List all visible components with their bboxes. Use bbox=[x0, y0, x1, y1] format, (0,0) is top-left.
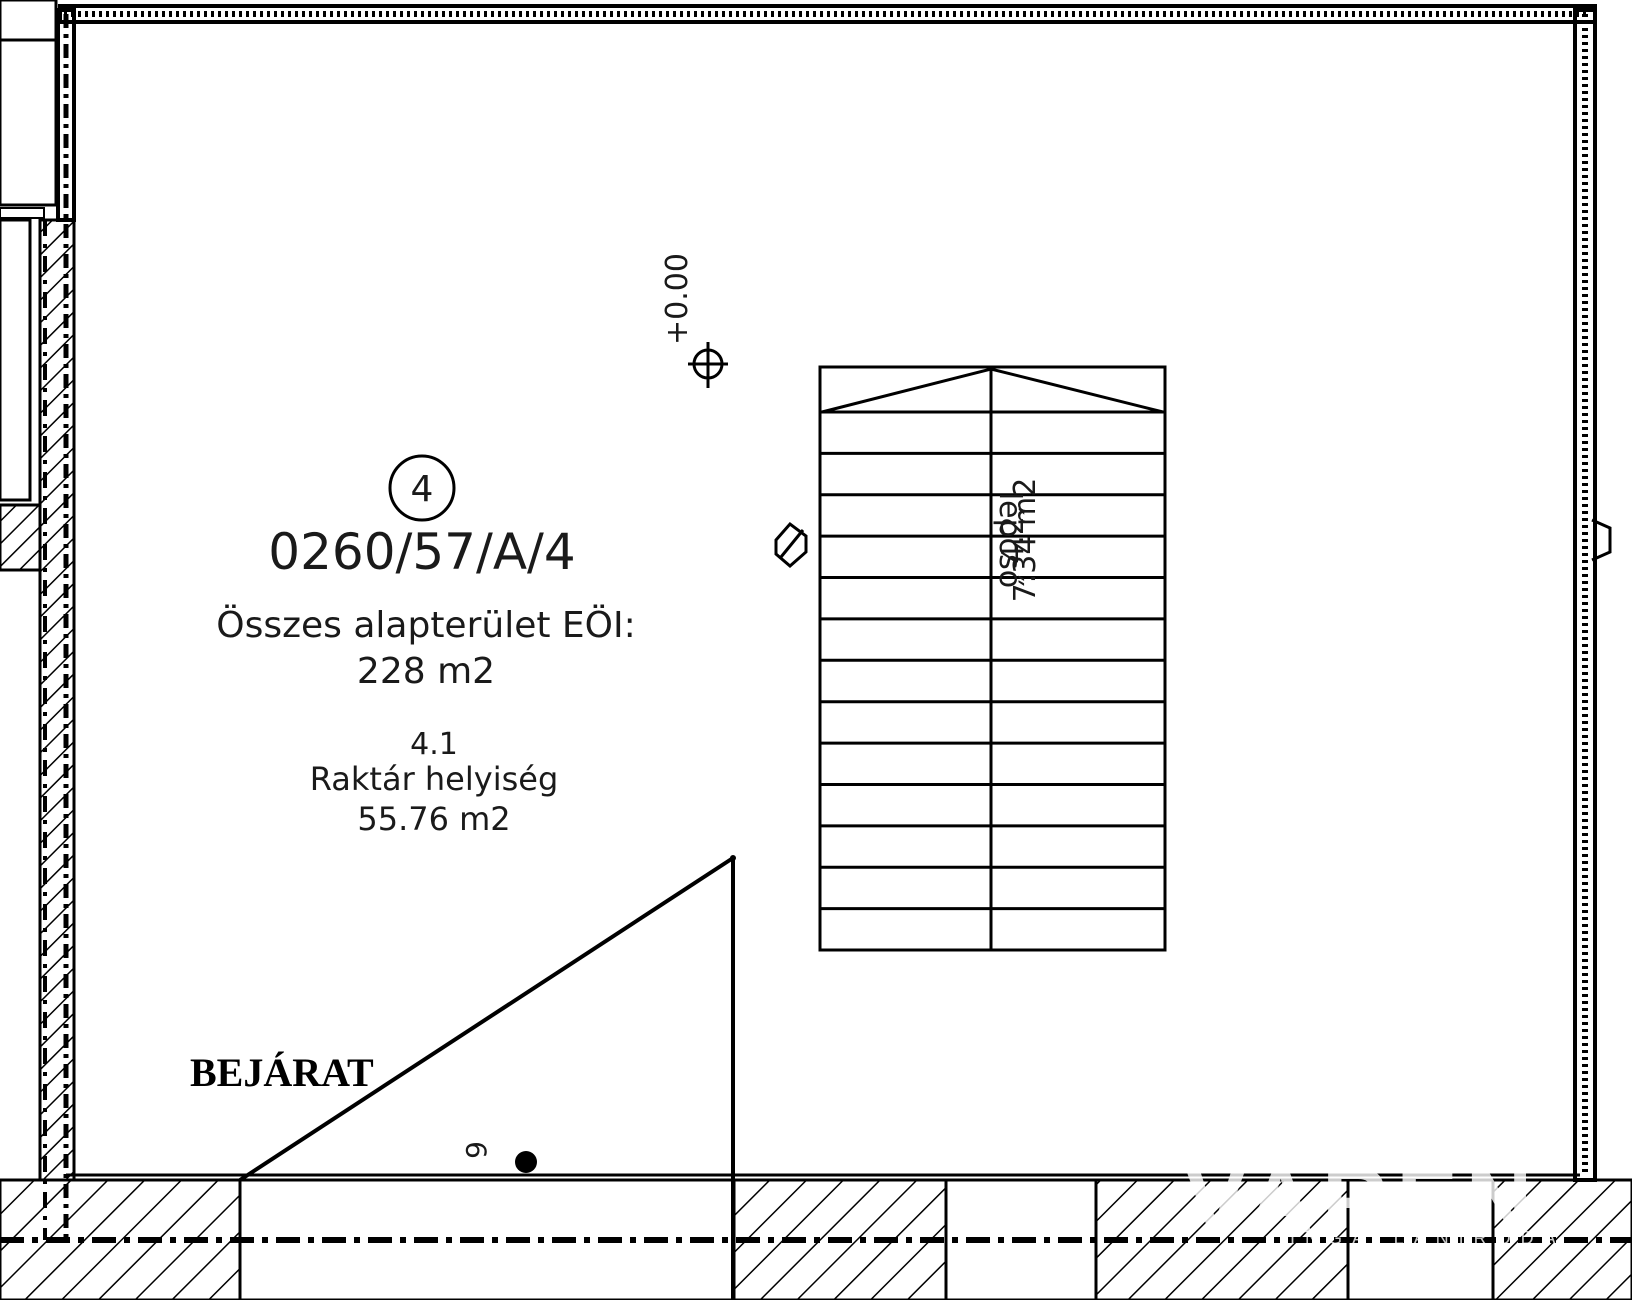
level-mark-label: +0.00 bbox=[660, 253, 695, 345]
total-area-label: Összes alapterület EÖI: bbox=[216, 604, 635, 646]
outer-wall bbox=[58, 4, 1612, 1182]
unit-code: 0260/57/A/4 bbox=[268, 523, 575, 581]
watermark-brand: VAREN bbox=[1185, 1150, 1540, 1252]
room-store-area: 55.76 m2 bbox=[357, 800, 510, 838]
entrance-door-swing bbox=[238, 855, 736, 1300]
staircase bbox=[818, 365, 1167, 952]
point-marker bbox=[515, 1151, 537, 1173]
room-store-name: Raktár helyiség bbox=[310, 760, 559, 798]
total-area-value: 228 m2 bbox=[357, 651, 495, 692]
room-stair-area: 7.34 m2 bbox=[1008, 478, 1043, 603]
unit-number-circle: 4 bbox=[388, 454, 456, 522]
watermark-tagline: INGATLANIRODA bbox=[1290, 1228, 1566, 1248]
stair-arrow-icon bbox=[774, 521, 808, 568]
level-marker-icon bbox=[688, 342, 728, 388]
room-store-number: 4.1 bbox=[410, 727, 458, 762]
entrance-label: BEJÁRAT bbox=[190, 1050, 374, 1095]
unit-number: 4 bbox=[411, 469, 434, 510]
small-mark: 9 bbox=[460, 1141, 493, 1159]
room-stair-number: 4.2 bbox=[996, 516, 1031, 564]
left-wall bbox=[0, 0, 76, 1240]
bottom-wall bbox=[0, 1173, 1632, 1300]
room-stair-name: lépcső bbox=[992, 492, 1027, 588]
